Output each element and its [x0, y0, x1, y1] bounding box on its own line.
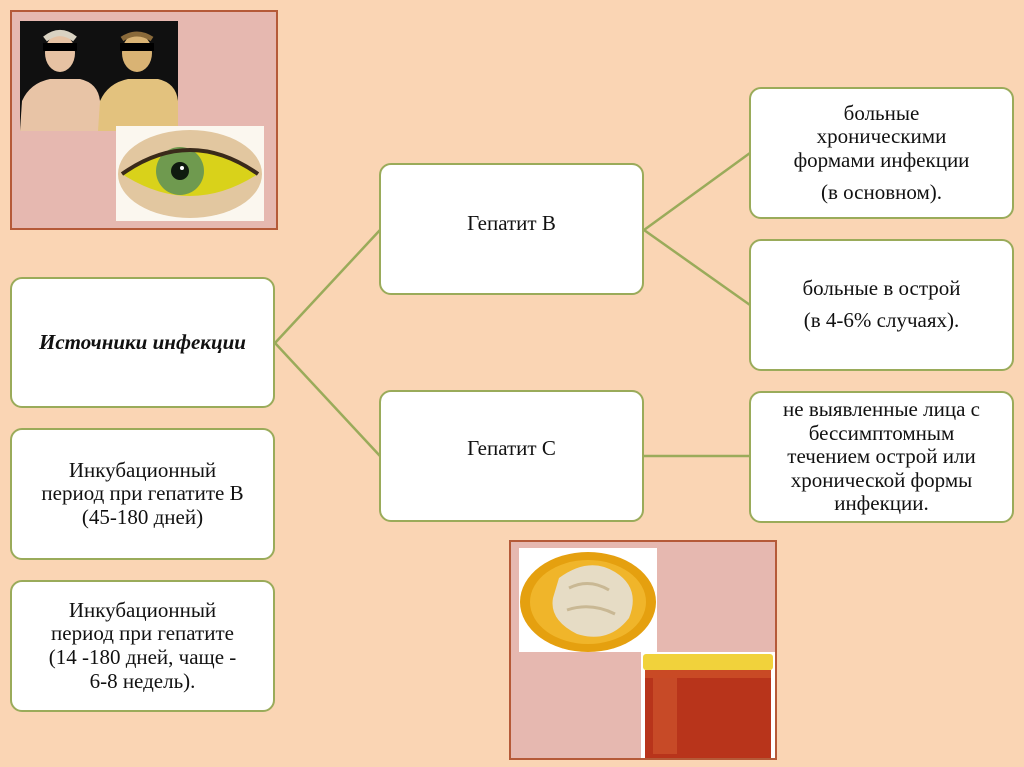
source-line: (в 4-6% случаях).	[803, 308, 960, 332]
incubation-line: Инкубационный	[68, 457, 217, 482]
incubation-line: Инкубационный	[68, 597, 217, 622]
source-line: хронической формы	[790, 467, 973, 492]
yellow-sclera-eye-photo	[116, 126, 264, 221]
incubation-line: (45-180 дней)	[81, 504, 204, 529]
node-hepatitis-b-label: Гепатит В	[467, 211, 556, 236]
root-node-infection-sources: Источники инфекции	[10, 277, 275, 408]
node-hepatitis-c: Гепатит С	[379, 390, 644, 522]
connector-root-hepc	[274, 342, 381, 457]
source-line: больные в острой	[802, 276, 961, 301]
root-node-label: Источники инфекции	[39, 329, 246, 354]
source-line: инфекции.	[834, 491, 929, 516]
source-asymptomatic-persons: не выявленные лица с бессимптомным течен…	[749, 391, 1014, 523]
source-chronic-patients: больные хроническими формами инфекции (в…	[749, 87, 1014, 219]
incubation-line: 6-8 недель).	[89, 668, 196, 693]
source-line: течением острой или	[787, 444, 976, 469]
incubation-period-hepatitis-b: Инкубационный период при гепатите В (45-…	[10, 428, 275, 560]
incubation-period-hepatitis-c: Инкубационный период при гепатите (14 -1…	[10, 580, 275, 712]
source-line: формами инфекции	[793, 148, 970, 172]
pale-stool-photo	[519, 548, 657, 652]
connector-hepb-chronic	[643, 151, 751, 232]
jaundiced-patients-photo	[20, 21, 178, 131]
dark-urine-jar-photo	[641, 652, 775, 758]
source-acute-patients: больные в острой (в 4-6% случаях).	[749, 239, 1014, 371]
incubation-line: (14 -180 дней, чаще -	[48, 645, 237, 669]
node-hepatitis-b: Гепатит В	[379, 163, 644, 295]
samples-photo-frame	[509, 540, 777, 760]
source-line: (в основном).	[820, 179, 943, 204]
connector-hepb-acute	[643, 228, 751, 307]
incubation-line: период при гепатите	[51, 621, 234, 646]
source-line: хроническими	[816, 124, 947, 149]
source-line: больные	[843, 100, 920, 125]
node-hepatitis-c-label: Гепатит С	[467, 436, 556, 461]
patients-photo-frame	[10, 10, 278, 230]
source-line: бессимптомным	[808, 420, 955, 445]
source-line: не выявленные лица с	[783, 397, 980, 422]
incubation-line: период при гепатите В	[41, 481, 244, 506]
connector-root-hepb	[274, 229, 381, 344]
